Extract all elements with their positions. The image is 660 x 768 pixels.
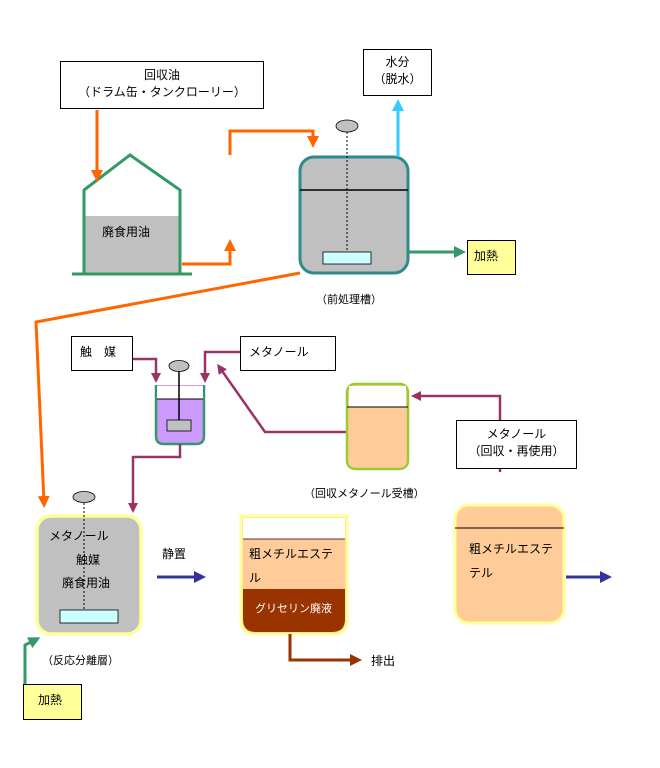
water-box: 水分 （脱水） bbox=[363, 49, 432, 96]
water-sub: （脱水） bbox=[373, 72, 422, 86]
catalyst-mixer bbox=[154, 360, 206, 446]
recovered-oil-label: 回収油 bbox=[143, 68, 180, 82]
separator-ester-label-2: ル bbox=[249, 571, 262, 585]
catalyst-label: 触 媒 bbox=[80, 345, 117, 359]
methanol-reuse-sub: （回収・再使用） bbox=[468, 444, 565, 458]
methanol-reuse-box: メタノール （回収・再使用） bbox=[456, 420, 577, 469]
separator-ester-label-1: 粗メチルエステ bbox=[249, 547, 334, 561]
oil-flow-lines bbox=[34, 110, 319, 508]
methanol-label: メタノール bbox=[249, 345, 309, 359]
heat-box-top: 加熱 bbox=[467, 240, 516, 275]
reaction-caption: （反応分離層） bbox=[42, 654, 119, 667]
methanol-reuse-label: メタノール bbox=[486, 427, 547, 441]
water-label: 水分 bbox=[385, 55, 410, 69]
pretreatment-vessel bbox=[298, 119, 410, 275]
recovered-methanol-tank bbox=[345, 382, 410, 471]
separator-vessel bbox=[239, 514, 349, 636]
discharge-label: 排出 bbox=[371, 654, 396, 668]
heat-box-bottom: 加熱 bbox=[23, 684, 82, 720]
reaction-vessel bbox=[35, 491, 143, 636]
recovered-oil-source: （ドラム缶・タンクローリー） bbox=[78, 85, 246, 99]
reaction-oil-label: 廃食用油 bbox=[62, 576, 111, 590]
reaction-methanol-label: メタノール bbox=[49, 529, 109, 543]
heat-label-top: 加熱 bbox=[474, 249, 499, 263]
recovered-methanol-caption: （回収メタノール受槽） bbox=[304, 487, 425, 500]
discharge-line bbox=[288, 634, 362, 666]
glycerin-label: グリセリン廃液 bbox=[255, 602, 332, 615]
methanol-box: メタノール bbox=[240, 336, 336, 371]
pretreat-caption: （前処理槽） bbox=[316, 293, 382, 306]
waste-oil-tank bbox=[72, 153, 192, 276]
catalyst-box: 触 媒 bbox=[71, 336, 133, 371]
reaction-catalyst-label: 触媒 bbox=[76, 553, 101, 567]
product-ester-label-1: 粗メチルエステ bbox=[469, 542, 554, 556]
recovered-oil-box: 回収油 （ドラム缶・タンクローリー） bbox=[60, 61, 264, 109]
product-vessel bbox=[453, 503, 566, 625]
settle-label: 静置 bbox=[162, 547, 187, 561]
heat-line-bottom bbox=[23, 637, 41, 684]
heat-label-bottom: 加熱 bbox=[38, 693, 63, 707]
waste-oil-label: 廃食用油 bbox=[102, 225, 151, 239]
product-ester-label-2: テル bbox=[469, 566, 494, 580]
